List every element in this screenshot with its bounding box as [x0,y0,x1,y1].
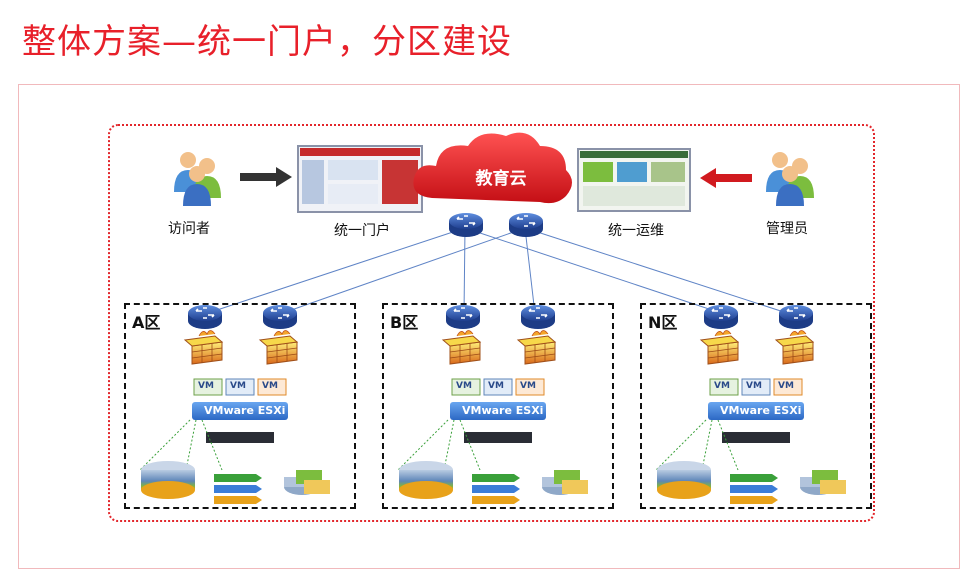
admin-label: 管理员 [766,221,808,237]
replication-arrows-icon [214,474,262,504]
zone-label: A区 [132,313,161,332]
zone-a-devices [139,304,330,504]
visitor-label: 访问者 [168,221,210,237]
vm-label: VM [456,381,472,391]
vm-label: VM [778,381,794,391]
visitor-people-icon [174,152,221,206]
cloud-label: 教育云 [475,169,527,189]
content-frame [18,84,960,569]
esxi-bar [192,402,288,420]
esxi-label: VMware ESXi [462,404,544,417]
vm-label: VM [230,381,246,391]
vm-label: VM [262,381,278,391]
portal-screen-icon [297,145,423,213]
vm-label: VM [520,381,536,391]
admin-people-icon [766,152,814,206]
portal-label: 统一门户 [334,223,390,239]
vm-label: VM [488,381,504,391]
storage-disk-icon [141,461,195,499]
vm-box [225,378,255,396]
zone-label: B区 [390,313,419,332]
arrow-left-icon [700,168,752,188]
system-boundary [108,124,875,522]
uplink-lines [204,227,791,315]
esxi-label: VMware ESXi [720,404,802,417]
core-router-icon [448,212,484,238]
core-router-icon [508,212,544,238]
zone-n: N区 [640,303,872,509]
vm-box [193,378,223,396]
esxi-label: VMware ESXi [204,404,286,417]
vm-label: VM [714,381,730,391]
arrow-right-icon [240,167,292,187]
page-title: 整体方案—统一门户，分区建设 [22,22,512,62]
ops-screen-icon [577,148,691,212]
vm-label: VM [746,381,762,391]
storage-links [139,419,223,471]
zone-b: B区 [382,303,614,509]
zone-label: N区 [648,313,678,332]
cloud-icon [413,132,572,204]
vm-box [257,378,287,396]
server-icon [206,432,274,443]
storage-array-icon [284,470,330,495]
vm-label: VM [198,381,214,391]
zone-a: A区 [124,303,356,509]
ops-label: 统一运维 [608,223,664,239]
